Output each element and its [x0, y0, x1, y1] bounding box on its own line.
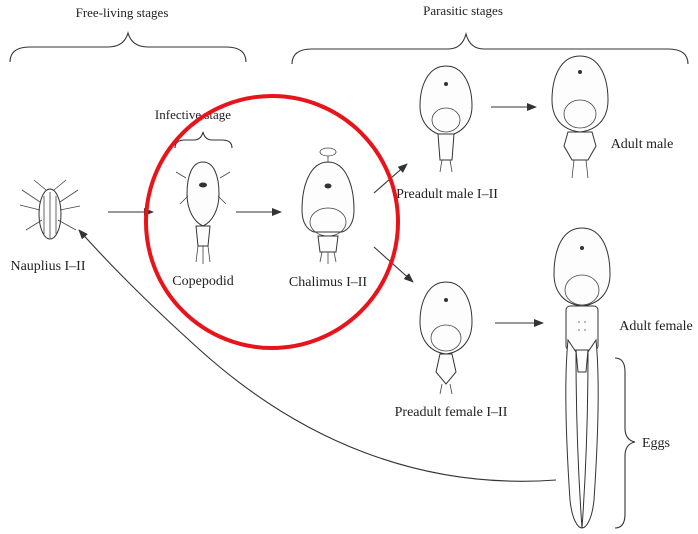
- free-living-brace: [10, 33, 246, 62]
- nauplius-label: Nauplius I–II: [10, 259, 85, 274]
- arrow-eggs-to-nauplius: [79, 230, 556, 481]
- free-living-stages-header: Free-living stages: [76, 5, 169, 20]
- preadult-female-label: Preadult female I–II: [395, 405, 508, 420]
- adult-female-label: Adult female: [619, 319, 692, 334]
- nauplius-figure: [20, 180, 80, 239]
- adult-female-figure: [554, 228, 610, 528]
- preadult-female-figure: [420, 282, 472, 394]
- adult-male-figure: [552, 56, 608, 178]
- parasitic-brace: [292, 34, 688, 64]
- preadult-male-figure: [420, 66, 472, 172]
- copepodid-label: Copepodid: [172, 274, 233, 289]
- eggs-label: Eggs: [642, 436, 670, 451]
- chalimus-label: Chalimus I–II: [289, 275, 367, 290]
- chalimus-figure: [302, 148, 354, 264]
- highlight-circle: [146, 96, 398, 348]
- adult-male-label: Adult male: [611, 137, 674, 152]
- eggs-brace: [615, 358, 635, 528]
- copepodid-figure: [176, 162, 230, 264]
- parasitic-stages-header: Parasitic stages: [423, 3, 503, 18]
- preadult-male-label: Preadult male I–II: [396, 187, 498, 202]
